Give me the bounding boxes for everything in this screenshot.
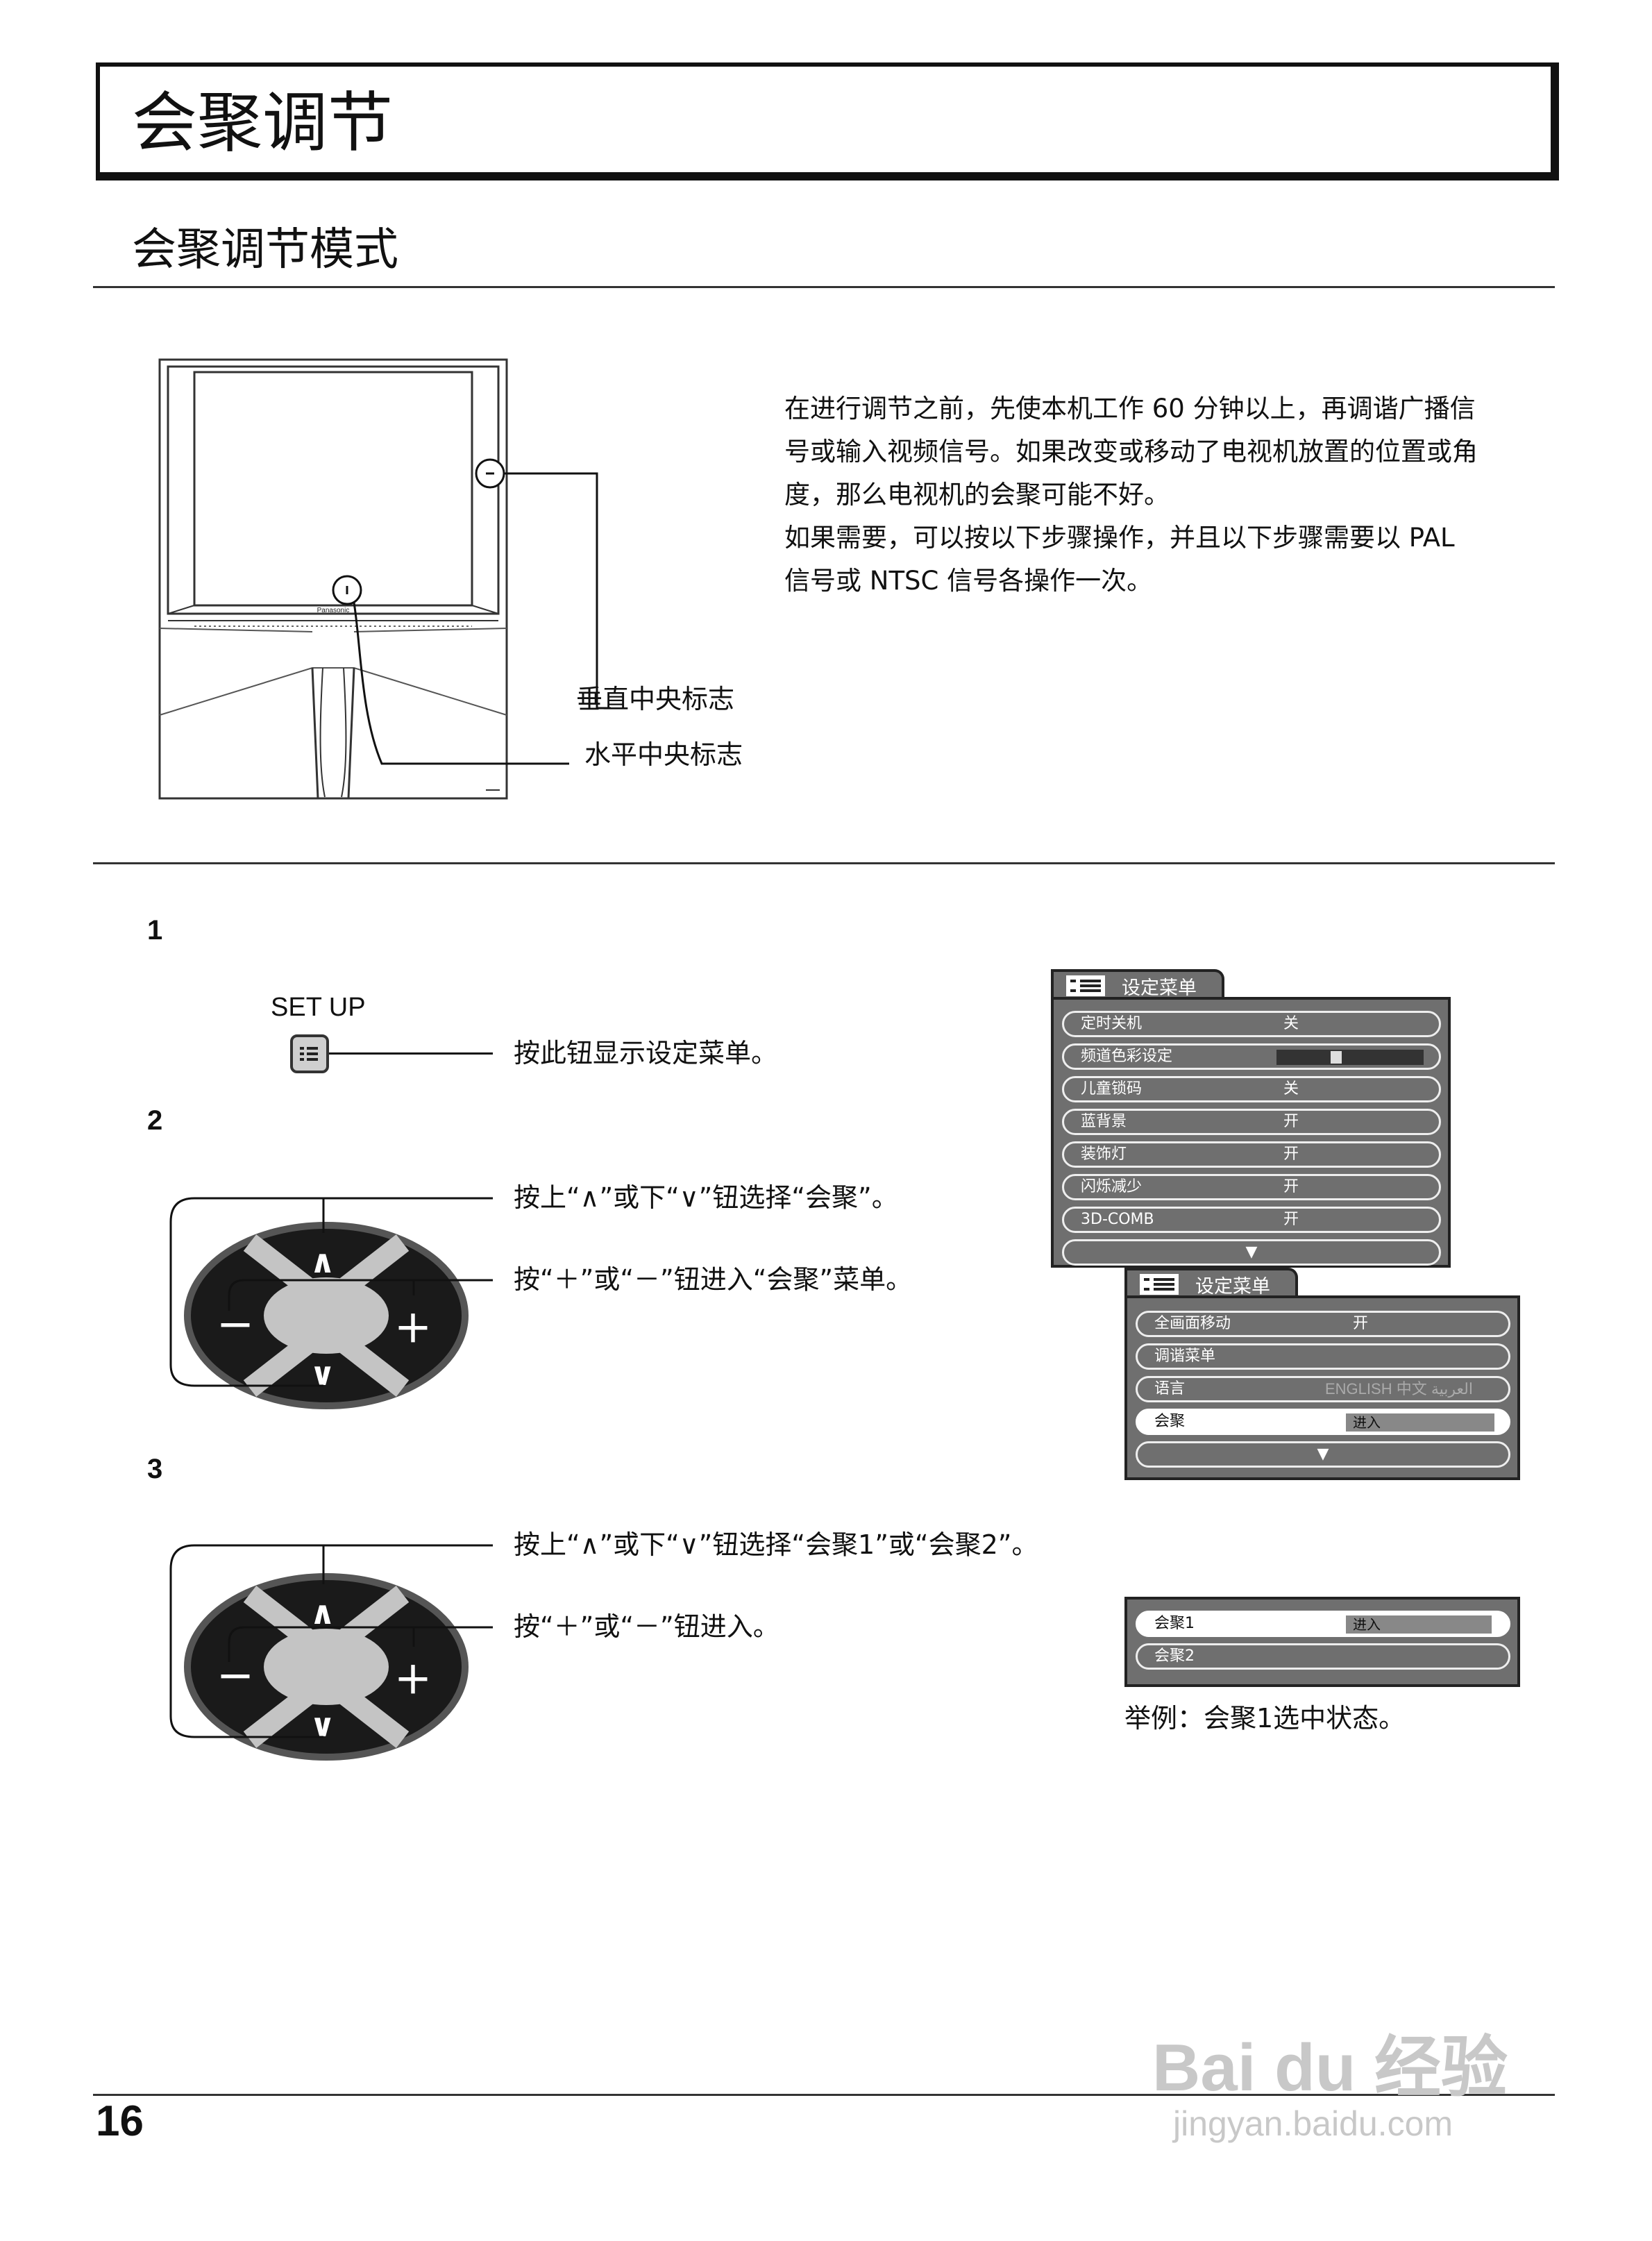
leader-lines-step2 (169, 1197, 493, 1387)
menu1-title: 设定菜单 (1122, 977, 1197, 999)
menu1-panel: 定时关机 关 频道色彩设定 儿童锁码 关 蓝背景 开 装饰灯 开 闪烁减少 开 … (1051, 997, 1451, 1268)
menu2-more-arrow[interactable]: ▼ (1136, 1441, 1510, 1468)
menu-list-icon (300, 1047, 318, 1061)
divider (93, 286, 1555, 288)
enter-box: 进入 (1346, 1615, 1492, 1634)
minus-button[interactable]: － (217, 1656, 254, 1699)
page-title: 会聚调节 (132, 85, 394, 161)
menu1-more-arrow[interactable]: ▼ (1062, 1239, 1441, 1266)
tv-illustration: Panasonic (158, 358, 611, 800)
color-level-knob (1331, 1051, 1342, 1064)
brand-text: Panasonic (317, 607, 350, 614)
step-number: 1 (147, 915, 163, 946)
step3-plusminus-instruction: 按“＋”或“－”钮进入。 (514, 1611, 779, 1642)
divider (93, 862, 1555, 864)
step-number: 3 (147, 1454, 163, 1484)
menu1-row-lamp[interactable]: 装饰灯 开 (1062, 1141, 1441, 1168)
step3-caption: 举例：会聚1选中状态。 (1124, 1703, 1406, 1734)
title-box (96, 62, 1559, 181)
intro-line: 号或输入视频信号。如果改变或移动了电视机放置的位置或角 (784, 437, 1478, 467)
menu1-row-flicker[interactable]: 闪烁减少 开 (1062, 1174, 1441, 1200)
menu2-row-fullscreen[interactable]: 全画面移动 开 (1136, 1311, 1510, 1337)
menu3-panel: 会聚1 进入 会聚2 (1124, 1597, 1520, 1687)
plus-button[interactable]: ＋ (394, 1659, 432, 1702)
enter-box: 进入 (1346, 1413, 1494, 1432)
step2-updown-instruction: 按上“∧”或下“∨”钮选择“会聚”。 (514, 1182, 898, 1213)
leader-line (329, 1052, 493, 1055)
setup-button-label: SET UP (271, 993, 366, 1022)
step2-plusminus-instruction: 按“＋”或“－”钮进入“会聚”菜单。 (514, 1264, 913, 1295)
intro-line: 在进行调节之前，先使本机工作 60 分钟以上，再调谐广播信 (784, 394, 1476, 423)
section-title: 会聚调节模式 (132, 224, 398, 276)
menu2-row-convergence[interactable]: 会聚 进入 (1136, 1409, 1510, 1435)
menu3-row-convergence1[interactable]: 会聚1 进入 (1136, 1611, 1510, 1637)
menu1-row-timer[interactable]: 定时关机 关 (1062, 1011, 1441, 1037)
menu2-title: 设定菜单 (1195, 1275, 1270, 1298)
menu2-panel: 全画面移动 开 调谐菜单 语言 ENGLISH 中文 العربية 会聚 进入… (1124, 1295, 1520, 1480)
menu-list-icon (1140, 1274, 1179, 1295)
page-number: 16 (96, 2097, 144, 2145)
intro-line: 信号或 NTSC 信号各操作一次。 (784, 566, 1153, 596)
minus-button[interactable]: － (217, 1304, 254, 1348)
menu-list-icon (1066, 975, 1105, 996)
up-button[interactable]: ∧ (310, 1594, 336, 1631)
step1-instruction: 按此钮显示设定菜单。 (514, 1038, 778, 1068)
menu1-row-color[interactable]: 频道色彩设定 (1062, 1043, 1441, 1070)
menu1-row-3dcomb[interactable]: 3D-COMB 开 (1062, 1207, 1441, 1233)
remote-pad-step3 (184, 1573, 469, 1761)
remote-pad-step2 (184, 1222, 469, 1409)
menu2-row-tuning[interactable]: 调谐菜单 (1136, 1343, 1510, 1370)
menu3-row-convergence2[interactable]: 会聚2 (1136, 1643, 1510, 1670)
intro-line: 度，那么电视机的会聚可能不好。 (784, 480, 1170, 510)
footer-divider (93, 2094, 1555, 2096)
plus-button[interactable]: ＋ (394, 1307, 432, 1351)
menu2-tab: 设定菜单 (1124, 1268, 1298, 1298)
intro-paragraph: 在进行调节之前，先使本机工作 60 分钟以上，再调谐广播信 号或输入视频信号。如… (784, 387, 1562, 603)
up-button[interactable]: ∧ (310, 1243, 336, 1280)
menu1-row-childlock[interactable]: 儿童锁码 关 (1062, 1076, 1441, 1102)
menu1-tab: 设定菜单 (1051, 969, 1224, 1000)
watermark-url: jingyan.baidu.com (1173, 2104, 1453, 2143)
setup-button[interactable] (290, 1034, 329, 1073)
menu1-row-bluebg[interactable]: 蓝背景 开 (1062, 1109, 1441, 1135)
color-level-bar (1276, 1050, 1424, 1065)
step-number: 2 (147, 1105, 163, 1136)
step3-updown-instruction: 按上“∧”或下“∨”钮选择“会聚1”或“会聚2”。 (514, 1529, 1038, 1560)
intro-line: 如果需要，可以按以下步骤操作，并且以下步骤需要以 PAL (784, 523, 1455, 553)
vertical-mark-label: 垂直中央标志 (576, 684, 735, 714)
horizontal-mark-label: 水平中央标志 (584, 739, 743, 770)
watermark-brand: Bai du 经验 (1152, 2031, 1508, 2105)
menu2-row-language[interactable]: 语言 ENGLISH 中文 العربية (1136, 1376, 1510, 1402)
leader-lines-step3 (169, 1544, 493, 1738)
